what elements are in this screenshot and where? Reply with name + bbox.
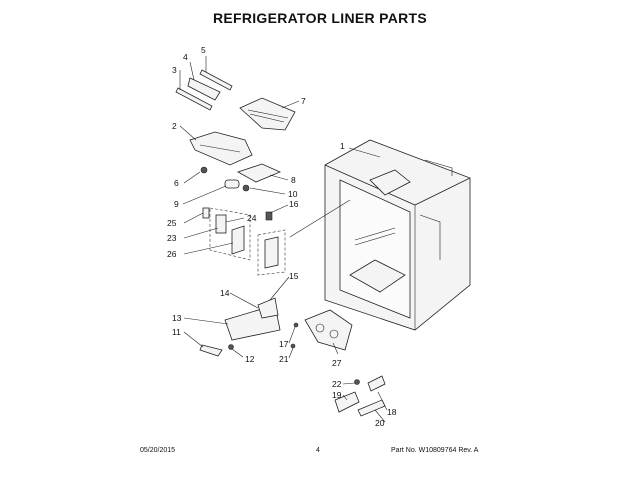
footer-date: 05/20/2015 (140, 447, 176, 454)
callout-23: 23 (167, 233, 177, 243)
callout-17: 17 (279, 339, 289, 349)
part-11-12-drawing (199, 344, 234, 357)
callout-18: 18 (387, 407, 397, 417)
part-27-drawing (290, 309, 353, 351)
callout-14: 14 (220, 288, 230, 298)
part-13-14-15-drawing (224, 297, 281, 341)
callout-22: 22 (332, 379, 342, 389)
part-2-drawing (189, 131, 253, 166)
callout-25: 25 (167, 218, 177, 228)
callout-19: 19 (332, 390, 342, 400)
part-9-10-drawing (224, 179, 250, 192)
liner-drawing (324, 139, 471, 331)
callout-8: 8 (291, 175, 296, 185)
callout-21: 21 (279, 354, 289, 364)
callout-9: 9 (174, 199, 179, 209)
callout-5: 5 (201, 45, 206, 55)
part-4-drawing (187, 77, 221, 101)
footer-part-number: Part No. W10809764 Rev. A (391, 447, 479, 454)
part-6-drawing (200, 166, 208, 174)
callout-labels: 1 2 3 4 5 7 6 8 9 10 16 25 24 23 26 15 1… (167, 45, 397, 428)
part-23-24-25-26-drawing (202, 207, 286, 276)
part-18-19-20-22-drawing (334, 375, 386, 417)
callout-4: 4 (183, 52, 188, 62)
footer-page-number: 4 (316, 447, 320, 454)
callout-13: 13 (172, 313, 182, 323)
part-5-drawing (199, 69, 233, 91)
callout-10: 10 (288, 189, 298, 199)
part-7-drawing (239, 97, 296, 131)
leader-lines (179, 56, 388, 423)
callout-1: 1 (340, 141, 345, 151)
part-3-drawing (175, 87, 213, 111)
callout-20: 20 (375, 418, 385, 428)
callout-2: 2 (172, 121, 177, 131)
callout-26: 26 (167, 249, 177, 259)
callout-27: 27 (332, 358, 342, 368)
callout-24: 24 (247, 213, 257, 223)
callout-16: 16 (289, 199, 299, 209)
page-title: REFRIGERATOR LINER PARTS (212, 10, 428, 26)
part-8-drawing (237, 163, 282, 183)
callout-6: 6 (174, 178, 179, 188)
callout-12: 12 (245, 354, 255, 364)
part-16-drawing (265, 211, 273, 221)
callout-3: 3 (172, 65, 177, 75)
callout-11: 11 (172, 327, 181, 337)
callout-15: 15 (289, 271, 299, 281)
callout-7: 7 (301, 96, 306, 106)
